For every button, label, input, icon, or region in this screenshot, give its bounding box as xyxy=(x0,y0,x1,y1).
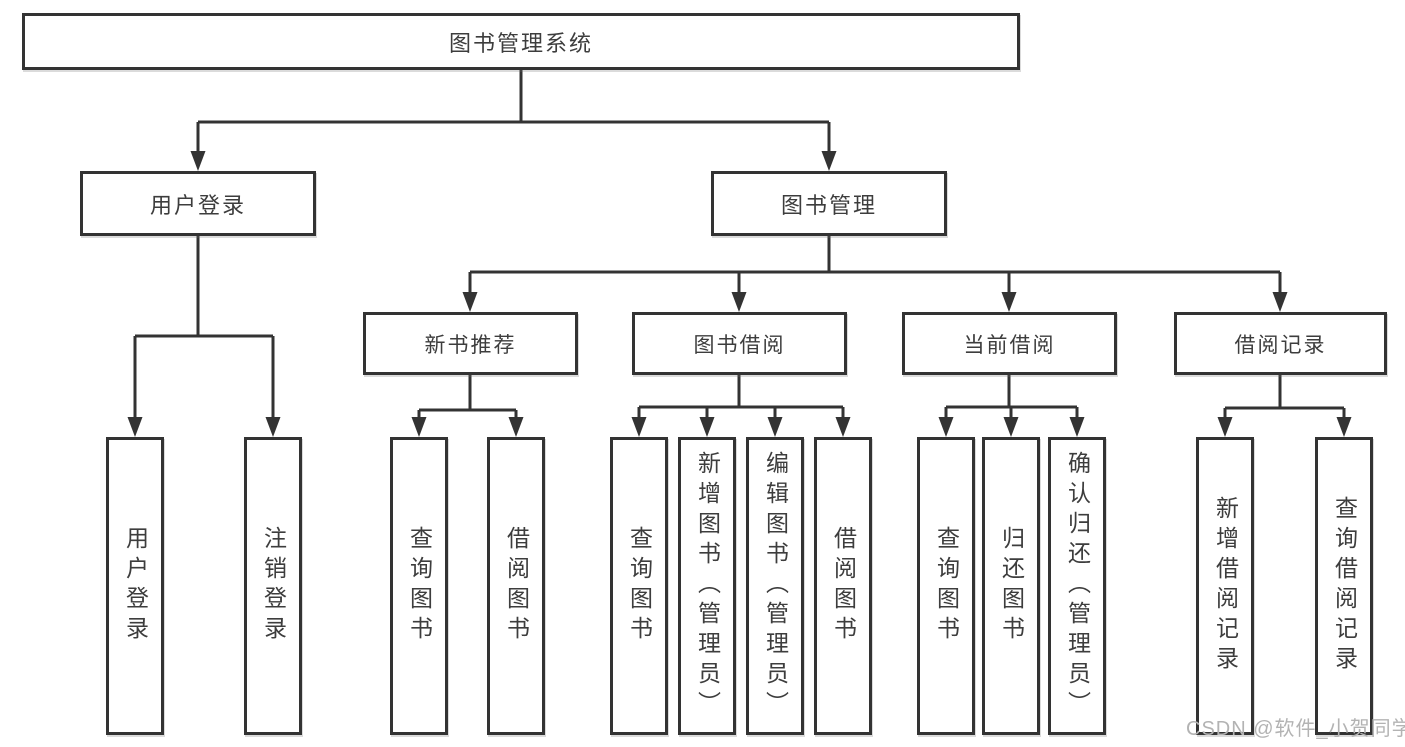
node-book-management-label: 图书管理 xyxy=(780,192,877,218)
leaf-query-books-borrowing-label: 查询图书 xyxy=(626,526,653,646)
leaf-edit-books-admin-label: 编辑图书（管理员） xyxy=(762,451,789,721)
leaf-borrow-books-recommend-label: 借阅图书 xyxy=(503,526,530,646)
leaf-query-books-borrowing: 查询图书 xyxy=(610,437,668,735)
leaf-add-borrow-record-label: 新增借阅记录 xyxy=(1212,496,1239,676)
node-borrowing-records: 借阅记录 xyxy=(1174,312,1387,375)
leaf-add-borrow-record: 新增借阅记录 xyxy=(1196,437,1254,735)
node-library-management-system: 图书管理系统 xyxy=(22,13,1020,70)
leaf-borrow-books-borrowing: 借阅图书 xyxy=(814,437,872,735)
leaf-logout: 注销登录 xyxy=(244,437,302,735)
connector-user-login-children xyxy=(133,236,275,420)
leaf-return-books-label: 归还图书 xyxy=(998,526,1025,646)
csdn-watermark: CSDN @软件_小贺同学 xyxy=(1186,718,1405,740)
leaf-borrow-books-borrowing-label: 借阅图书 xyxy=(830,526,857,646)
leaf-add-books-admin-label: 新增图书（管理员） xyxy=(694,451,721,721)
node-current-borrowing: 当前借阅 xyxy=(902,312,1117,375)
leaf-logout-label: 注销登录 xyxy=(260,526,287,646)
leaf-edit-books-admin: 编辑图书（管理员） xyxy=(746,437,804,735)
leaf-confirm-return-admin-label: 确认归还（管理员） xyxy=(1064,451,1091,721)
leaf-query-books-recommend: 查询图书 xyxy=(390,437,448,735)
leaf-confirm-return-admin: 确认归还（管理员） xyxy=(1048,437,1106,735)
leaf-add-books-admin: 新增图书（管理员） xyxy=(678,437,736,735)
leaf-return-books: 归还图书 xyxy=(982,437,1040,735)
leaf-borrow-books-recommend: 借阅图书 xyxy=(487,437,545,735)
arrowhead-book-management xyxy=(821,151,837,171)
node-book-borrowing-label: 图书借阅 xyxy=(693,333,786,357)
node-user-login: 用户登录 xyxy=(80,171,316,236)
node-book-management: 图书管理 xyxy=(711,171,947,236)
connector-root-to-level1 xyxy=(196,70,831,154)
leaf-query-borrow-record-label: 查询借阅记录 xyxy=(1331,496,1358,676)
node-new-book-recommendation: 新书推荐 xyxy=(363,312,578,375)
leaf-query-books-recommend-label: 查询图书 xyxy=(406,526,433,646)
arrowhead-user-login xyxy=(190,151,206,171)
connector-borrowing-records-children xyxy=(1223,375,1346,420)
leaf-query-borrow-record: 查询借阅记录 xyxy=(1315,437,1373,735)
leaf-user-login: 用户登录 xyxy=(106,437,164,735)
connector-new-book-children xyxy=(417,375,518,420)
connector-current-borrowing-children xyxy=(944,375,1079,420)
node-current-borrowing-label: 当前借阅 xyxy=(963,333,1056,357)
leaf-query-books-current-label: 查询图书 xyxy=(933,526,960,646)
connector-book-management-children xyxy=(468,236,1282,295)
leaf-query-books-current: 查询图书 xyxy=(917,437,975,735)
leaf-user-login-label: 用户登录 xyxy=(122,526,149,646)
connector-book-borrowing-children xyxy=(637,375,845,420)
node-borrowing-records-label: 借阅记录 xyxy=(1234,333,1327,357)
node-library-management-system-label: 图书管理系统 xyxy=(448,30,593,56)
node-book-borrowing: 图书借阅 xyxy=(632,312,847,375)
node-user-login-label: 用户登录 xyxy=(149,192,246,218)
node-new-book-recommendation-label: 新书推荐 xyxy=(424,333,517,357)
